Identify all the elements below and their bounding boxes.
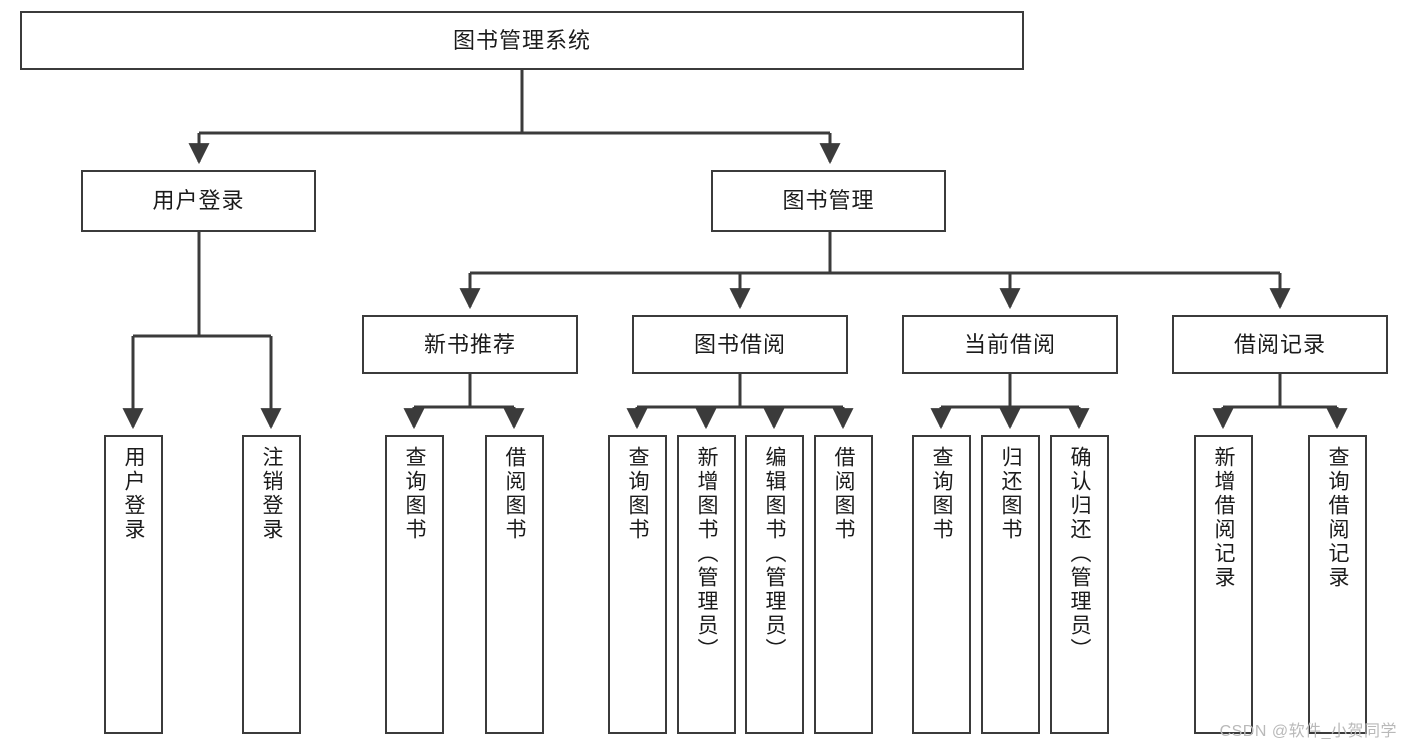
leaf-borrow-add-book-admin[interactable]: 新增图书（管理员） — [677, 435, 736, 734]
node-label: 确认归还（管理员） — [1068, 446, 1091, 662]
node-book-management[interactable]: 图书管理 — [711, 170, 946, 232]
leaf-newbook-borrow-book[interactable]: 借阅图书 — [485, 435, 544, 734]
watermark: CSDN @软件_小贺同学 — [1219, 723, 1397, 740]
node-label: 新书推荐 — [423, 331, 516, 357]
node-label: 图书管理系统 — [452, 27, 591, 53]
leaf-record-add-record[interactable]: 新增借阅记录 — [1194, 435, 1253, 734]
leaf-borrow-edit-book-admin[interactable]: 编辑图书（管理员） — [745, 435, 804, 734]
node-label: 新增图书（管理员） — [695, 446, 718, 662]
node-root-system[interactable]: 图书管理系统 — [20, 11, 1024, 70]
node-label: 新增借阅记录 — [1212, 446, 1235, 590]
node-label: 查询图书 — [403, 446, 426, 542]
node-label: 用户登录 — [122, 446, 145, 542]
leaf-current-return-book[interactable]: 归还图书 — [981, 435, 1040, 734]
node-label: 借阅记录 — [1233, 331, 1326, 357]
node-label: 查询图书 — [930, 446, 953, 542]
node-label: 用户登录 — [152, 188, 245, 214]
node-new-book-recommend[interactable]: 新书推荐 — [362, 315, 578, 374]
node-label: 查询图书 — [626, 446, 649, 542]
node-label: 图书管理 — [782, 188, 875, 214]
node-label: 注销登录 — [260, 446, 283, 542]
node-label: 当前借阅 — [963, 331, 1056, 357]
node-book-borrow[interactable]: 图书借阅 — [632, 315, 848, 374]
node-label: 图书借阅 — [693, 331, 786, 357]
node-label: 编辑图书（管理员） — [763, 446, 786, 662]
leaf-borrow-borrow-book[interactable]: 借阅图书 — [814, 435, 873, 734]
node-label: 借阅图书 — [503, 446, 526, 542]
node-label: 查询借阅记录 — [1326, 446, 1349, 590]
node-label: 借阅图书 — [832, 446, 855, 542]
node-label: 归还图书 — [999, 446, 1022, 542]
node-borrow-record[interactable]: 借阅记录 — [1172, 315, 1388, 374]
node-user-login[interactable]: 用户登录 — [81, 170, 316, 232]
leaf-current-confirm-return-admin[interactable]: 确认归还（管理员） — [1050, 435, 1109, 734]
leaf-user-login[interactable]: 用户登录 — [104, 435, 163, 734]
leaf-newbook-query-book[interactable]: 查询图书 — [385, 435, 444, 734]
leaf-user-logout[interactable]: 注销登录 — [242, 435, 301, 734]
leaf-borrow-query-book[interactable]: 查询图书 — [608, 435, 667, 734]
node-current-borrow[interactable]: 当前借阅 — [902, 315, 1118, 374]
leaf-current-query-book[interactable]: 查询图书 — [912, 435, 971, 734]
leaf-record-query-record[interactable]: 查询借阅记录 — [1308, 435, 1367, 734]
